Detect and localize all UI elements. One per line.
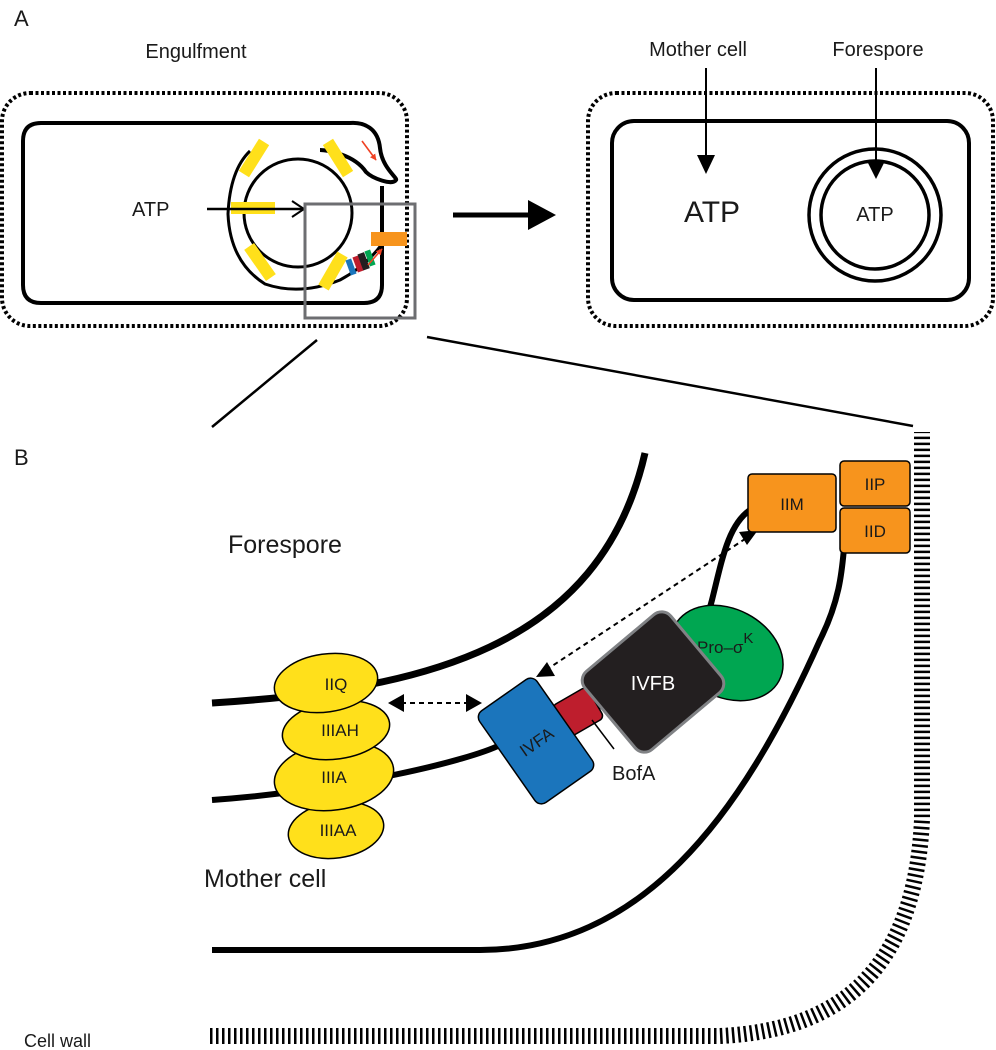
- panel-b: B Forespore Mother cell Cell wall IIQ II…: [14, 432, 930, 1050]
- mother-cell-label: Mother cell: [649, 39, 747, 61]
- iim-protein: [747, 473, 837, 533]
- atp-left-label: ATP: [132, 199, 169, 221]
- iiiaa-label: IIIAA: [320, 821, 358, 840]
- zoom-box: [303, 202, 417, 320]
- mother-cell-region-label: Mother cell: [204, 865, 326, 893]
- transition-arrow-head: [528, 200, 556, 230]
- yellow-channel: [318, 251, 348, 291]
- right-cell-wall: [586, 91, 995, 328]
- bofa-leader-line: [591, 719, 615, 750]
- engulfment-mother-cell-membrane: [21, 120, 399, 305]
- yellow-protein-stack: IIQ IIIAH IIIA IIIAA: [273, 652, 395, 860]
- engulfment-cell-wall: [0, 91, 409, 328]
- iiq-label: IIQ: [325, 675, 348, 694]
- ivfa-iim-arrowhead-left: [536, 662, 555, 677]
- mini-ivfb: [357, 252, 370, 271]
- pro-sigma-superscript: K: [743, 630, 753, 647]
- iip-label: IIP: [865, 475, 886, 494]
- mini-pro-sigma: [364, 249, 376, 267]
- ivfb-protein: [580, 610, 726, 754]
- ivfa-iim-arrowhead-right: [739, 530, 758, 545]
- zoom-guide-right: [426, 335, 914, 428]
- pro-sigma-k-label: Pro–σK: [697, 630, 753, 657]
- bofa-label: BofA: [612, 763, 656, 785]
- cell-wall-hatched: [210, 432, 930, 1044]
- iiiah-label: IIIAH: [321, 721, 359, 740]
- yellow-channel: [244, 242, 276, 282]
- iiq-ivfa-arrowhead-left: [388, 694, 404, 712]
- forespore-pointer-head: [867, 161, 885, 179]
- iid-label: IID: [864, 522, 886, 541]
- right-mother-cell-membrane: [610, 119, 971, 302]
- mini-ivfa: [345, 258, 357, 276]
- mini-iim-box: [371, 232, 407, 246]
- mini-bofa: [352, 255, 364, 273]
- ivfa-iim-interaction: [545, 536, 749, 671]
- panel-a-label: A: [14, 6, 29, 31]
- forespore-membrane: [211, 452, 649, 707]
- forespore-region-label: Forespore: [228, 531, 342, 559]
- iiq-ivfa-arrowhead-right: [466, 694, 482, 712]
- outer-mother-cell-membrane: [212, 547, 847, 953]
- yellow-channel: [238, 138, 270, 178]
- atp-forespore-label: ATP: [856, 204, 893, 226]
- iiia-label: IIIA: [321, 768, 347, 787]
- panel-a: A Engulfment ATP: [0, 6, 995, 328]
- forespore-label: Forespore: [832, 39, 923, 61]
- yellow-channel: [322, 138, 354, 178]
- engulfment-title: Engulfment: [145, 41, 247, 63]
- panel-b-label: B: [14, 445, 29, 470]
- iip-protein: [839, 460, 911, 507]
- mother-cell-pointer-head: [697, 155, 715, 174]
- red-engulfment-arrow: [361, 140, 377, 161]
- pro-sigma-prefix: Pro–σ: [697, 638, 744, 657]
- iiq-protein: [273, 652, 379, 714]
- iim-label: IIM: [780, 495, 804, 514]
- ivfb-label: IVFB: [631, 673, 675, 695]
- mini-complex-group: [345, 232, 407, 276]
- mini-red-arrow: [367, 248, 383, 266]
- ivfa-protein: [477, 677, 595, 805]
- zoom-guide-left: [211, 339, 318, 428]
- iid-protein: [839, 507, 911, 554]
- atp-mother-label: ATP: [684, 196, 740, 229]
- cell-wall-label: Cell wall: [24, 1031, 91, 1050]
